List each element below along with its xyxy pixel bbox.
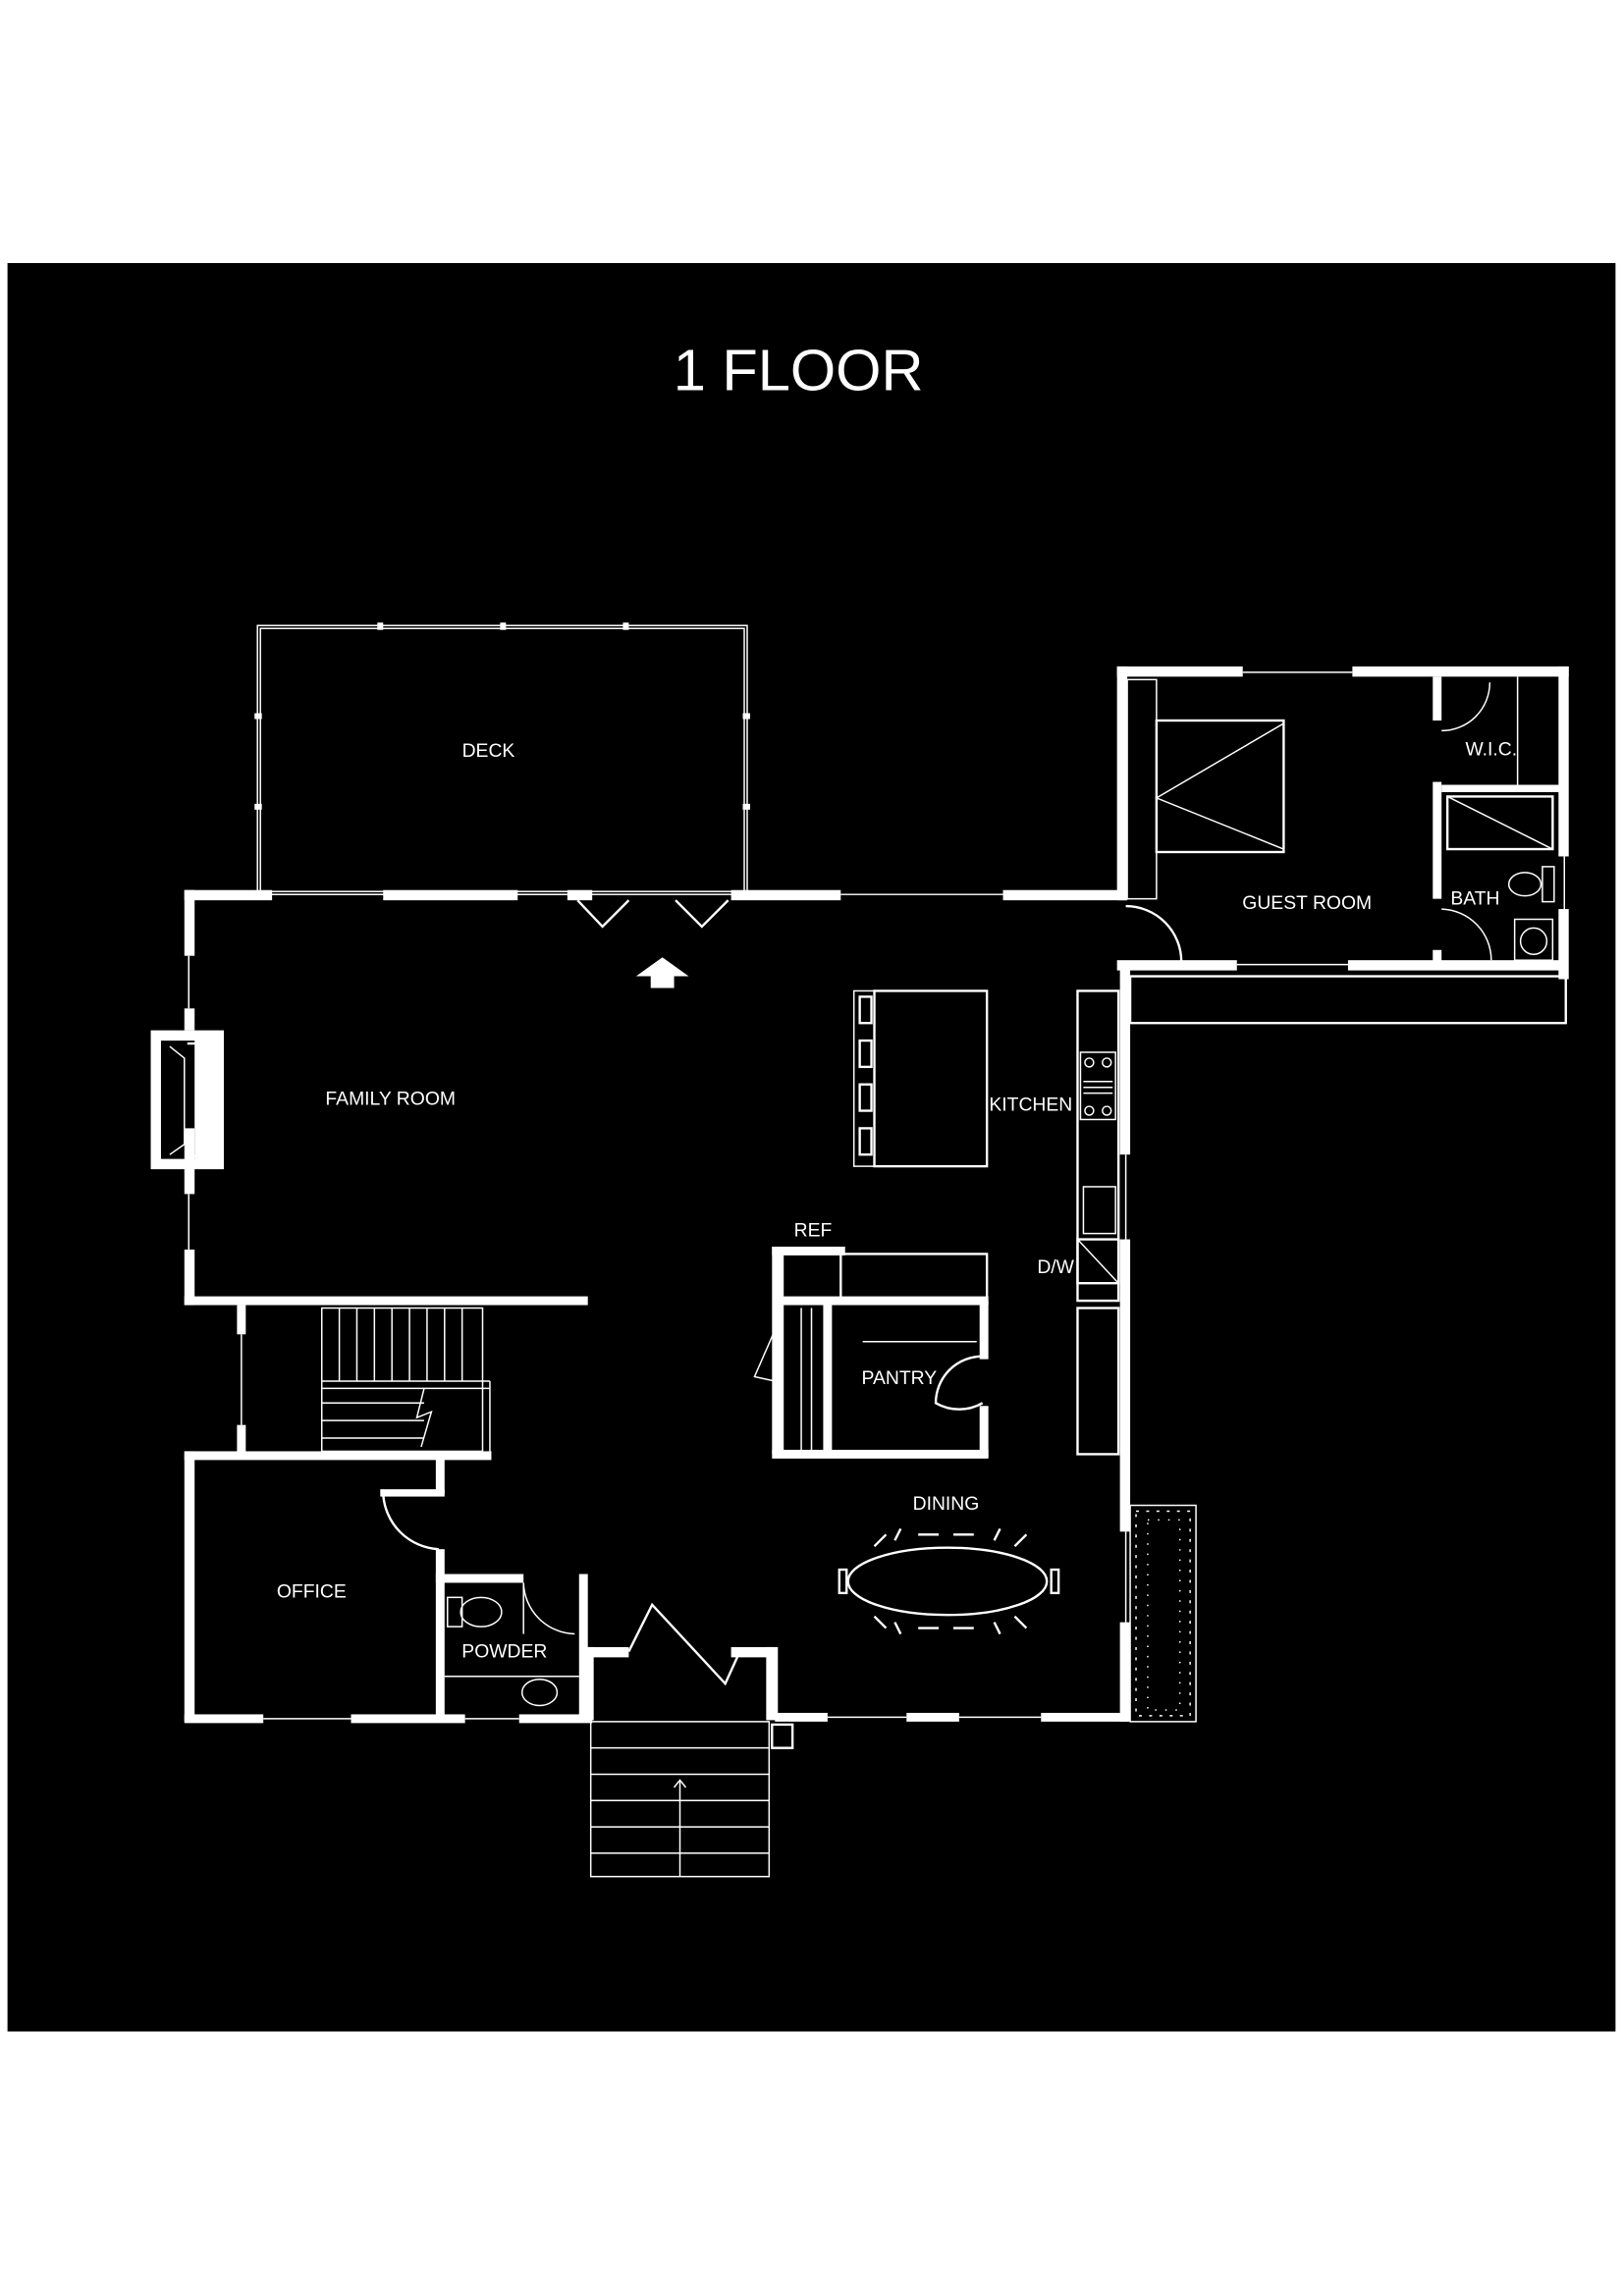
- label-wic: W.I.C.: [1465, 739, 1517, 761]
- front-steps: [589, 1721, 771, 1878]
- label-deck: DECK: [462, 740, 515, 762]
- guest-wing: [1116, 666, 1569, 1025]
- label-pantry: PANTRY: [861, 1367, 937, 1389]
- room-labels: DECK GUEST ROOM W.I.C. BATH FAMILY ROOM …: [277, 739, 1517, 1663]
- label-bath: BATH: [1450, 888, 1499, 910]
- kitchen: [753, 989, 1120, 1459]
- entry-arrow-icon: [635, 957, 689, 988]
- plan-background: [7, 262, 1616, 2032]
- label-ref: REF: [794, 1220, 833, 1242]
- balcony-planter: [1129, 1504, 1197, 1723]
- label-kitchen: KITCHEN: [989, 1095, 1072, 1116]
- interior-stairs: [320, 1307, 491, 1455]
- walls: [150, 889, 1131, 1749]
- plan-title: 1 FLOOR: [674, 338, 924, 403]
- label-dw: D/W: [1037, 1256, 1074, 1278]
- label-office: OFFICE: [277, 1580, 347, 1602]
- label-dining: DINING: [913, 1493, 980, 1515]
- label-guest-room: GUEST ROOM: [1242, 892, 1372, 914]
- dining-table: [838, 1527, 1060, 1635]
- label-powder: POWDER: [461, 1640, 547, 1662]
- label-family-room: FAMILY ROOM: [325, 1089, 456, 1110]
